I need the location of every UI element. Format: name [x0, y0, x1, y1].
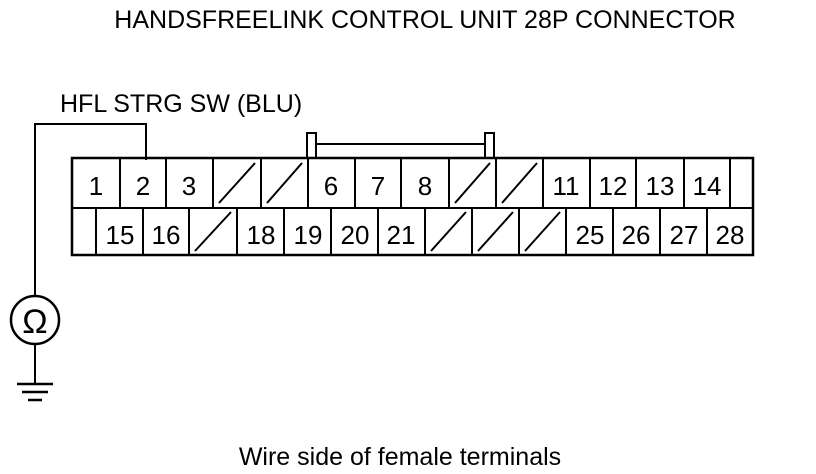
blank-pin-24: [524, 211, 561, 252]
pin-3: 3: [182, 171, 196, 201]
connector-body: [70, 156, 755, 257]
blank-pin-22: [430, 211, 467, 252]
pin-21: 21: [387, 220, 416, 250]
blank-pin-17: [194, 211, 232, 252]
diagram-title: HANDSFREELINK CONTROL UNIT 28P CONNECTOR: [114, 6, 735, 34]
pin-19: 19: [294, 220, 323, 250]
top-row: 1 2 3 6 7 8 11 12 13 14: [89, 158, 731, 208]
blank-pin-9: [454, 162, 491, 204]
pin-20: 20: [341, 220, 370, 250]
blank-pin-10: [501, 162, 538, 204]
pin-7: 7: [371, 171, 385, 201]
pin-12: 12: [599, 171, 628, 201]
connector-lock-tab: [306, 132, 495, 159]
pin-11: 11: [553, 171, 580, 201]
pin-15: 15: [106, 220, 135, 250]
ohmmeter-icon: Ω: [9, 294, 61, 346]
pin-27: 27: [670, 220, 699, 250]
pin-26: 26: [622, 220, 651, 250]
ground-icon: [17, 344, 53, 402]
pin-28: 28: [716, 220, 745, 250]
footer-caption: Wire side of female terminals: [239, 443, 561, 471]
pin-8: 8: [418, 171, 432, 201]
pin-6: 6: [324, 171, 338, 201]
wire-label: HFL STRG SW (BLU): [60, 90, 302, 118]
pin-16: 16: [152, 220, 181, 250]
pin-25: 25: [576, 220, 605, 250]
blank-pin-23: [477, 211, 514, 252]
blank-pin-4: [218, 162, 256, 204]
pin-14: 14: [693, 171, 722, 201]
pin-18: 18: [247, 220, 276, 250]
blank-pin-5: [266, 162, 303, 204]
pin-1: 1: [89, 171, 103, 201]
pin-13: 13: [646, 171, 675, 201]
pin-2: 2: [136, 171, 150, 201]
probe-wire: [34, 123, 147, 296]
ohm-symbol: Ω: [22, 303, 47, 341]
bottom-row: 15 16 18 19 20 21 25 26 27 28: [95, 208, 745, 255]
